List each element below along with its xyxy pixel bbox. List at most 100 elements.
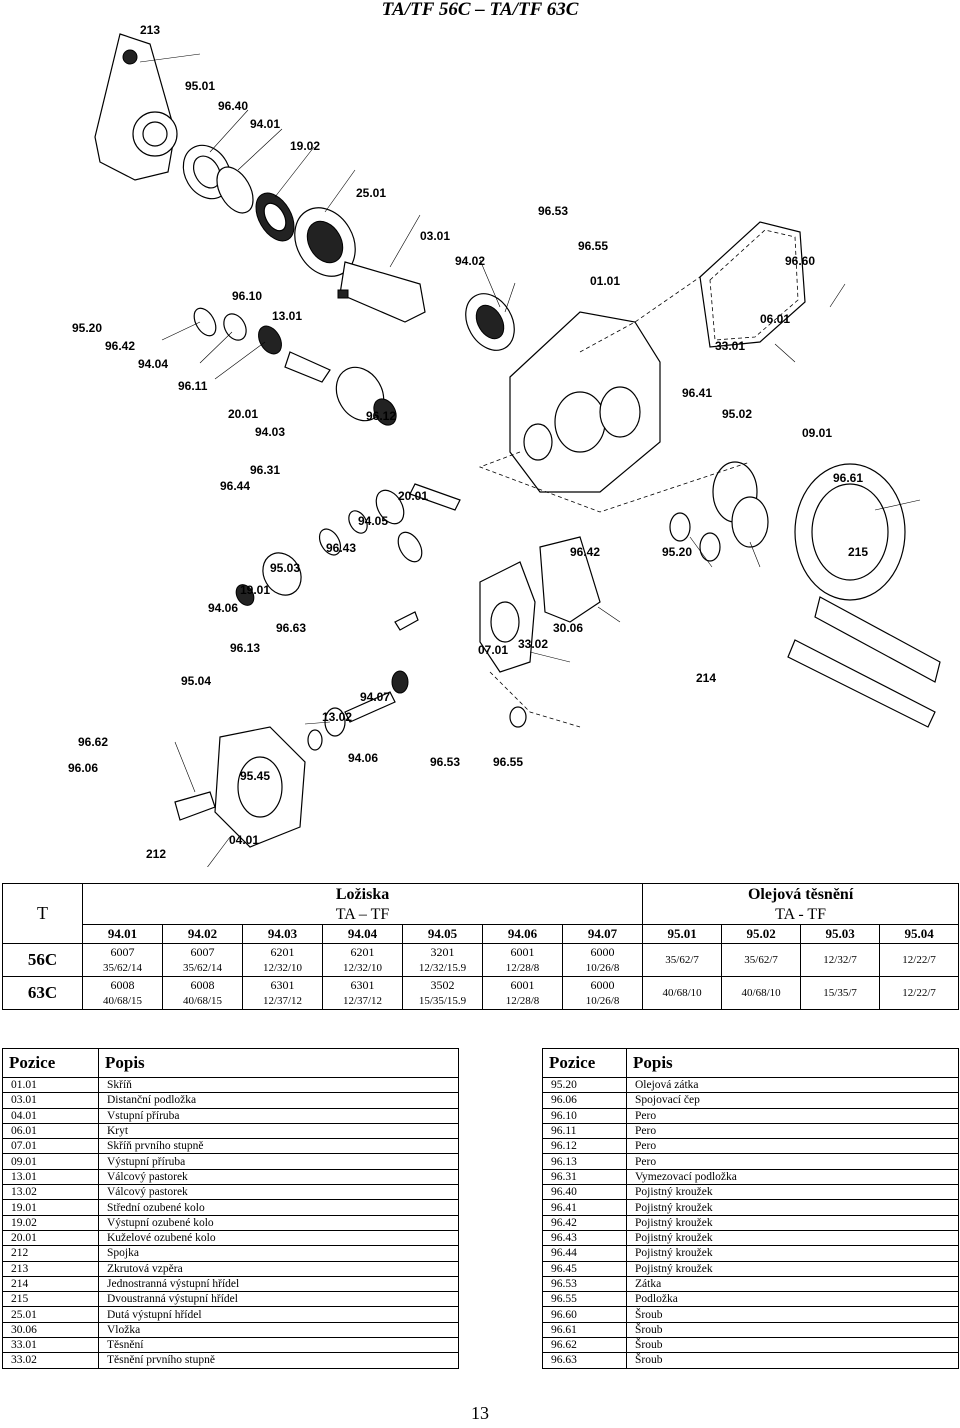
bearing-code: 6001 [510, 945, 535, 959]
part-position: 06.01 [2, 1122, 99, 1140]
part-description: Dutá výstupní hřídel [98, 1306, 459, 1323]
diagram-label: 96.06 [68, 761, 98, 775]
diagram-label: 96.53 [538, 204, 568, 218]
diagram-label: 20.01 [228, 407, 258, 421]
diagram-label: 95.45 [240, 769, 270, 783]
part-position: 20.01 [2, 1229, 99, 1247]
part-position: 96.41 [542, 1199, 627, 1216]
bearings-group-subheader: TA – TF [81, 905, 644, 925]
column-gap [459, 1123, 543, 1138]
part-position: 96.61 [542, 1321, 627, 1339]
part-description: Pojistný kroužek [626, 1260, 959, 1277]
seal-cell: 15/35/7 [800, 976, 881, 1010]
bearing-size: 12/32/15.9 [418, 962, 467, 974]
diagram-label: 96.31 [250, 463, 280, 477]
part-description: Válcový pastorek [98, 1168, 459, 1186]
middle-gear-chain [193, 307, 461, 511]
bearing-size: 40/68/15 [182, 995, 223, 1007]
diagram-label: 96.63 [276, 621, 306, 635]
diagram-label: 94.05 [358, 514, 388, 528]
diagram-label: 94.06 [348, 751, 378, 765]
column-gap [459, 1307, 543, 1322]
part-description: Distanční podložka [98, 1092, 459, 1109]
part-description: Podložka [626, 1291, 959, 1308]
type-header: T [2, 883, 83, 944]
part-description: Kryt [98, 1122, 459, 1140]
diagram-label: 96.61 [833, 471, 863, 485]
part-position: 212 [2, 1245, 99, 1262]
position-header: 94.07 [561, 924, 644, 944]
type-label: 56C [2, 943, 83, 977]
part-position: 30.06 [2, 1321, 99, 1339]
part-position: 07.01 [2, 1138, 99, 1155]
diagram-label: 96.55 [493, 755, 523, 769]
part-description: Vstupní příruba [98, 1107, 459, 1124]
part-description: Kuželové ozubené kolo [98, 1229, 459, 1247]
diagram-label: 94.06 [208, 601, 238, 615]
diagram-label: 13.01 [272, 309, 302, 323]
column-gap [459, 1108, 543, 1123]
part-position: 96.44 [542, 1245, 627, 1262]
diagram-label: 96.42 [105, 339, 135, 353]
diagram-label: 96.44 [220, 479, 250, 493]
part-position: 33.01 [2, 1337, 99, 1354]
position-header: 94.04 [322, 924, 403, 944]
column-gap [459, 1246, 543, 1261]
page-title: TA/TF 56C – TA/TF 63C [381, 0, 579, 20]
part-description: Jednostranná výstupní hřídel [98, 1275, 459, 1293]
position-header: 94.05 [402, 924, 483, 944]
part-position: 13.02 [2, 1184, 99, 1201]
part-description: Pojistný kroužek [626, 1245, 959, 1262]
bearing-size: 12/32/10 [342, 962, 383, 974]
column-gap [459, 1322, 543, 1337]
assembly-line [579, 276, 701, 353]
type-label: 63C [2, 976, 83, 1010]
diagram-label: 96.12 [366, 409, 396, 423]
diagram-label: 96.42 [570, 545, 600, 559]
bearing-size: 15/35/15.9 [418, 995, 467, 1007]
part-description: Skříň [98, 1076, 459, 1094]
diagram-label: 214 [696, 671, 716, 685]
bearing-code: 6008 [190, 978, 215, 992]
part-description: Vložka [98, 1321, 459, 1339]
bearing-code: 6201 [350, 945, 375, 959]
position-header: 95.01 [642, 924, 723, 944]
part-position: 25.01 [2, 1306, 99, 1323]
input-flange-04-01 [174, 670, 527, 848]
diagram-label: 04.01 [229, 833, 259, 847]
bearing-code: 6007 [110, 945, 135, 959]
bearing-code: 6201 [270, 945, 295, 959]
column-gap [459, 1139, 543, 1154]
part-position: 96.62 [542, 1337, 627, 1354]
column-gap [459, 1200, 543, 1215]
part-description: Zátka [626, 1275, 959, 1293]
seal-cell: 12/22/7 [879, 943, 960, 977]
column-gap [459, 1154, 543, 1169]
part-position: 95.20 [542, 1076, 627, 1094]
bearing-cell: 6201 12/32/10 [322, 943, 403, 977]
diagram-label: 94.03 [255, 425, 285, 439]
part-description: Pero [626, 1153, 959, 1170]
diagram-label: 96.11 [178, 379, 208, 393]
diagram-label: 96.53 [430, 755, 460, 769]
bearing-code: 6301 [350, 978, 375, 992]
part-description: Pojistný kroužek [626, 1214, 959, 1231]
column-gap [459, 1261, 543, 1276]
position-header: 95.04 [879, 924, 960, 944]
bearing-code: 6000 [590, 978, 615, 992]
part-description: Pero [626, 1107, 959, 1124]
torque-arm-213 [94, 33, 178, 181]
column-gap [459, 1215, 543, 1230]
diagram-label: 19.01 [240, 583, 270, 597]
